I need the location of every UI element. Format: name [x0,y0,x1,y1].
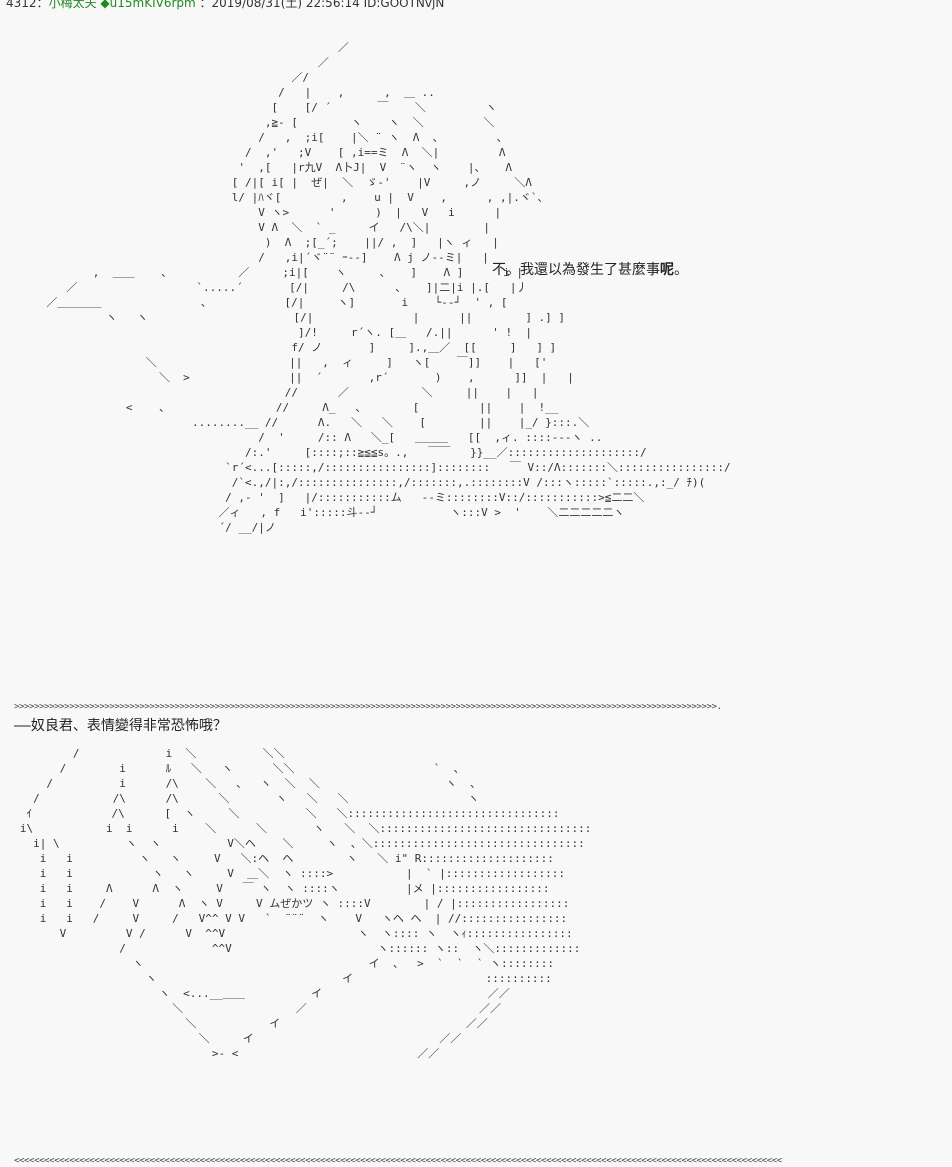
post-header: 4312：小梅太夫 ◆u15mKIV6rpm ：2019/08/31(土) 22… [6,0,444,10]
dialogue-line-1: 不。我還以為發生了甚麼事呢。 [492,262,688,278]
poster-trip: ◆u15mKIV6rpm [100,0,196,10]
ascii-art-figure: ／ ／ ／/ / | , , ＿ .. [0,40,782,1166]
dialogue-line-2: ——奴良君、表情變得非常恐怖哦？ [14,718,227,734]
poster-name: 小梅太夫 [48,0,97,10]
divider-top: >>>>>>>>>>>>>>>>>>>>>>>>>>>>>>>>>>>>>>>>… [14,702,722,712]
post-separator: ： [36,0,49,10]
ascii-art-closeup: / i ＼ ＼＼ / i ﾙ ＼ ヽ ＼＼ ` 、 / i /\ ＼ 、 ヽ ＼… [19,747,592,1060]
post-date-id: ：2019/08/31(土) 22:56:14 ID:GOOTNvjN [199,0,445,10]
post-number[interactable]: 4312 [6,0,37,10]
